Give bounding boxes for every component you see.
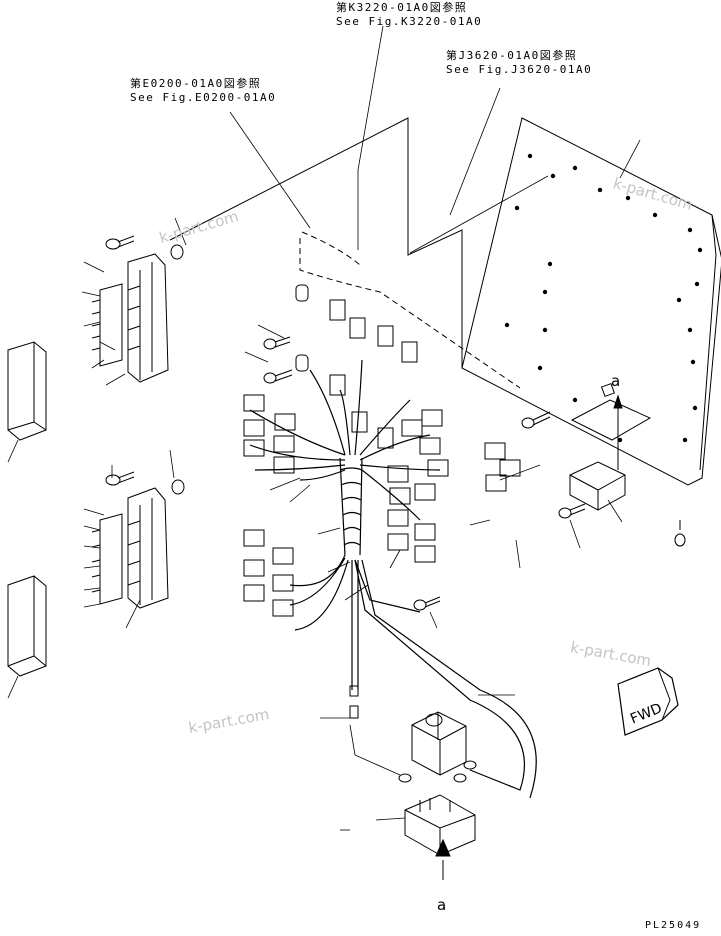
drawing-code: PL25049 bbox=[645, 920, 702, 931]
reference-j3620: 第J3620-01A0図参照 See Fig.J3620-01A0 bbox=[446, 49, 592, 77]
bracket-outline bbox=[169, 117, 463, 368]
reference-j3620-jp: 第J3620-01A0図参照 bbox=[446, 49, 578, 62]
reference-k3220: 第K3220-01A0図参照 See Fig.K3220-01A0 bbox=[336, 1, 482, 29]
leader-lines bbox=[7, 25, 641, 831]
bolt-set-right bbox=[413, 411, 686, 611]
reference-j3620-en: See Fig.J3620-01A0 bbox=[446, 63, 593, 76]
reference-k3220-en: See Fig.K3220-01A0 bbox=[336, 15, 483, 28]
harness-bundle bbox=[249, 359, 537, 799]
reference-e0200: 第E0200-01A0図参照 See Fig.E0200-01A0 bbox=[130, 77, 276, 105]
connector-group bbox=[243, 284, 521, 719]
reference-e0200-jp: 第E0200-01A0図参照 bbox=[130, 77, 262, 90]
fuse-box-upper bbox=[91, 253, 169, 383]
fuse-cover-lower bbox=[7, 575, 47, 677]
fwd-arrow-icon: FWD bbox=[617, 667, 679, 736]
fwd-label: FWD bbox=[628, 700, 664, 727]
fuse-cover-upper bbox=[7, 341, 47, 441]
reference-k3220-jp: 第K3220-01A0図参照 bbox=[336, 1, 468, 14]
view-label-a-upper: a bbox=[611, 372, 621, 390]
view-label-a-lower: a bbox=[437, 896, 447, 914]
view-arrow-icon bbox=[435, 394, 623, 880]
fuse-box-lower bbox=[91, 487, 169, 609]
screw-set-left bbox=[105, 235, 293, 495]
relay-unit bbox=[411, 711, 467, 776]
reference-e0200-en: See Fig.E0200-01A0 bbox=[130, 91, 277, 104]
control-module bbox=[569, 461, 626, 511]
